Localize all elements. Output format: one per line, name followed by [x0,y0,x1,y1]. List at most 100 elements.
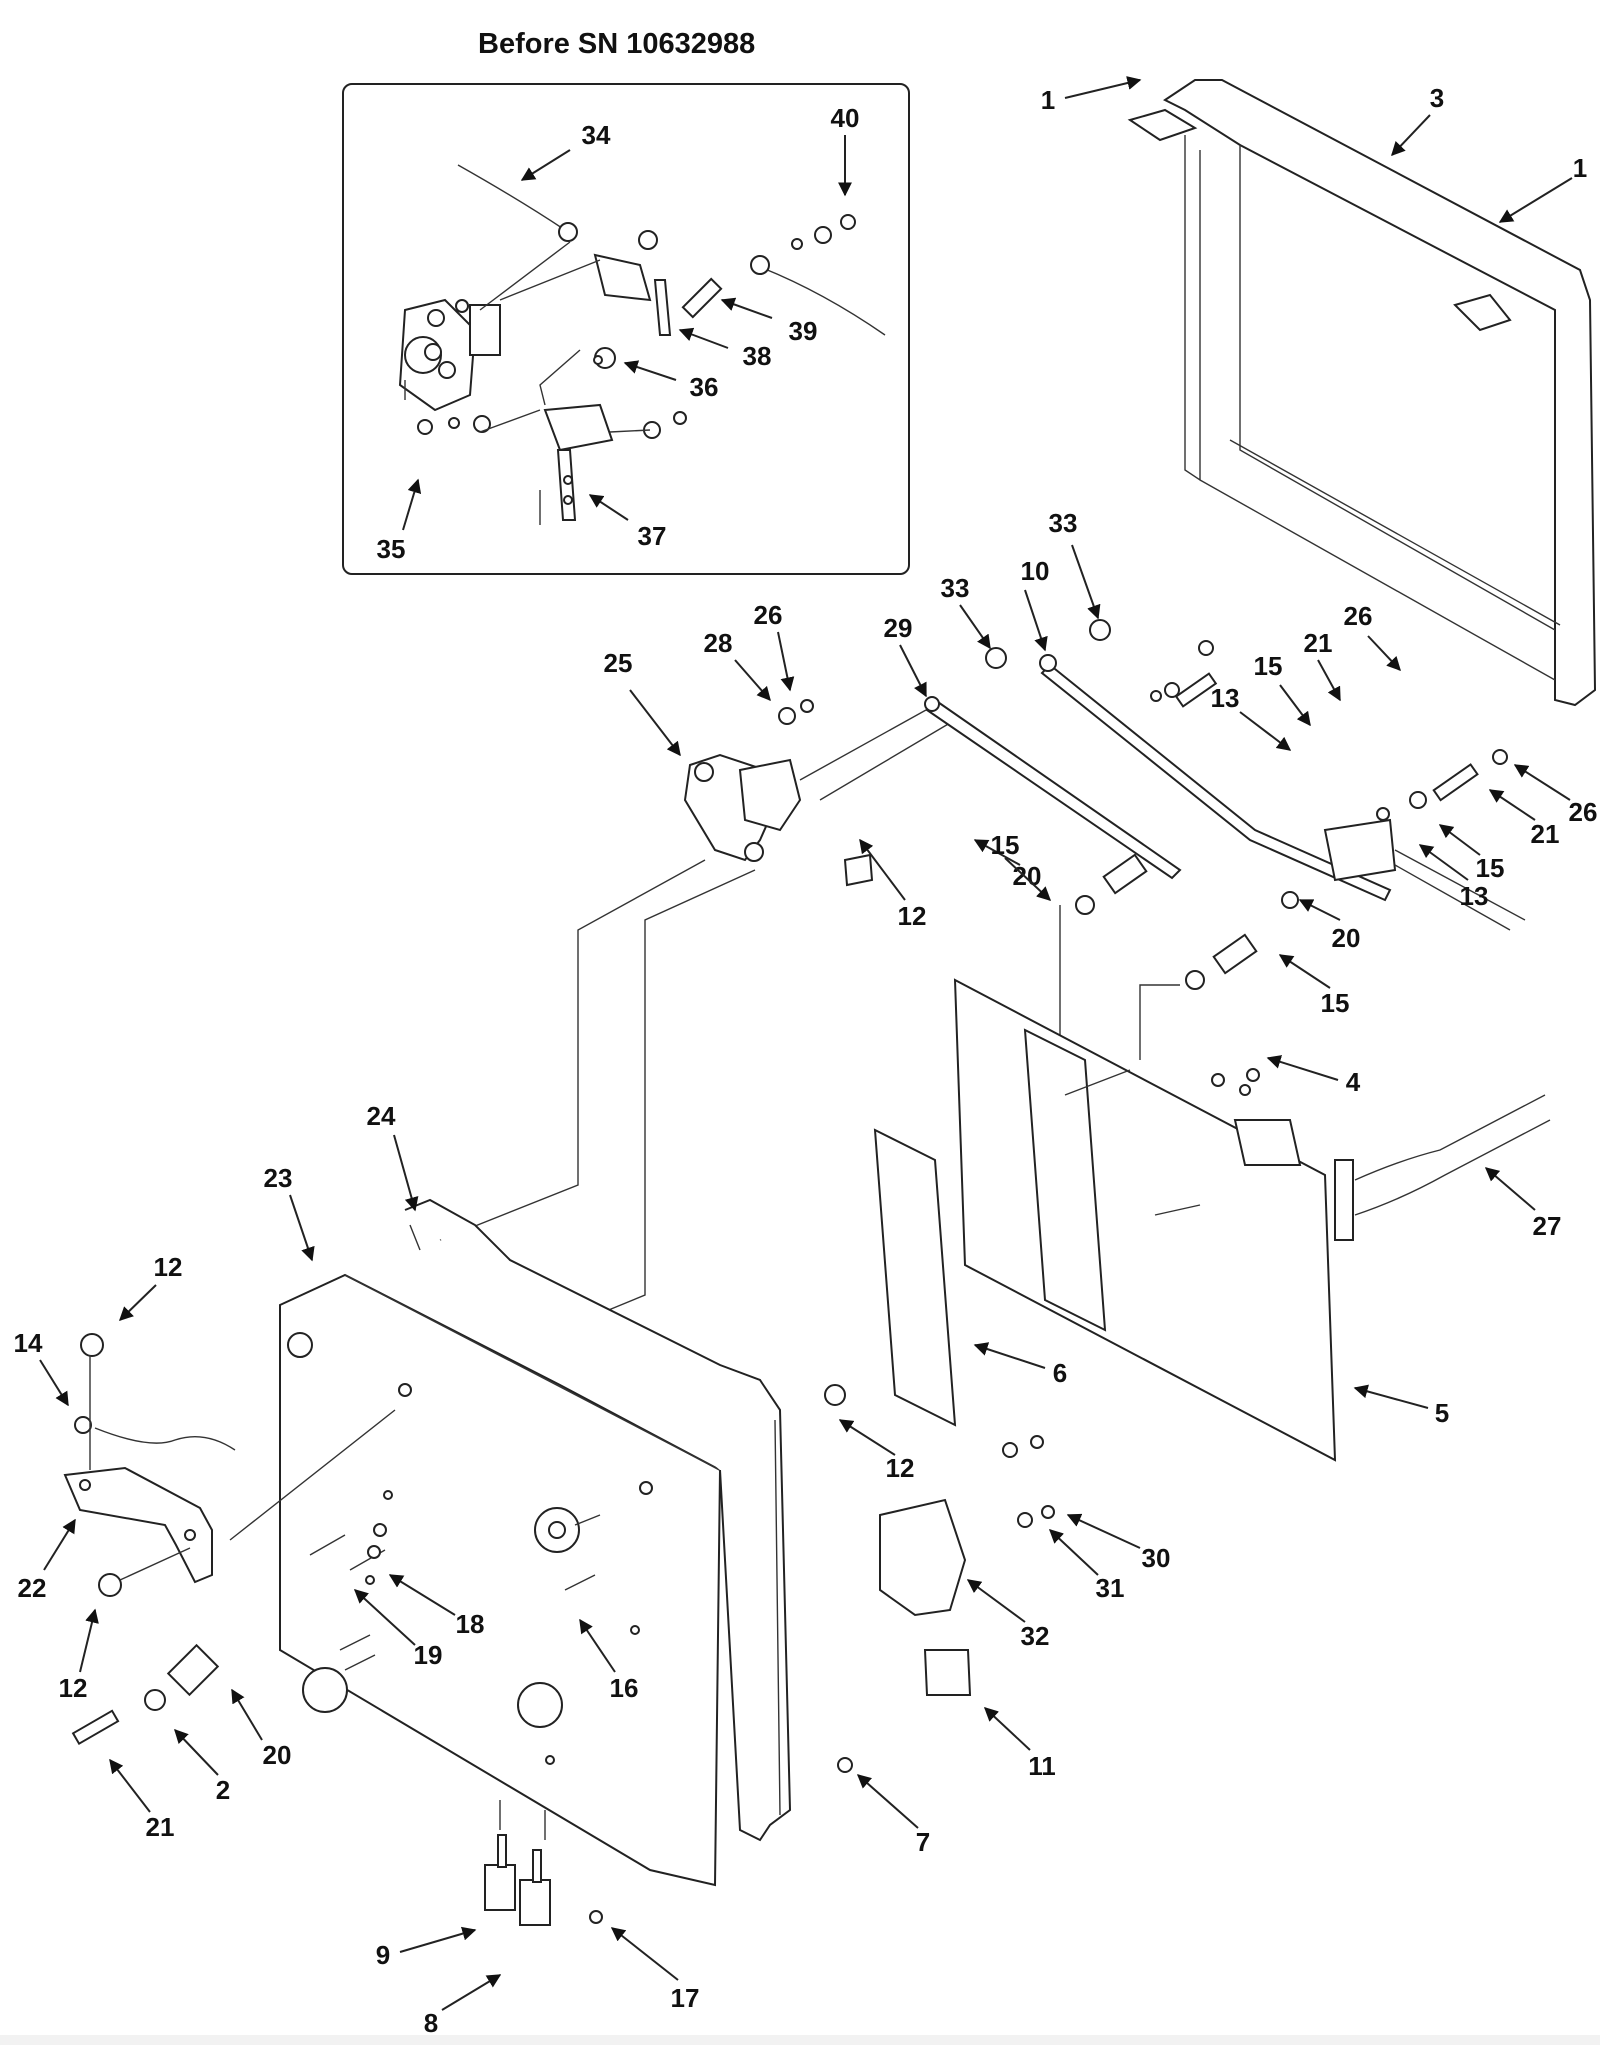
callout-label: 14 [14,1328,43,1358]
callout-30: 30 [1066,1513,1171,1573]
callout-arrow [579,1618,616,1673]
callout-label: 20 [1332,923,1361,953]
callout-label: 7 [916,1827,930,1857]
callout-15: 15 [991,830,1052,901]
callout-arrow [959,604,991,650]
callout-label: 26 [754,600,783,630]
callout-12: 12 [838,1419,914,1483]
callout-21: 21 [1304,628,1341,702]
callout-40: 40 [831,103,859,197]
inset-title: Before SN 10632988 [478,28,756,60]
callout-20: 20 [231,1688,292,1770]
callout-label: 21 [146,1812,175,1842]
callout-15: 15 [1438,824,1505,883]
callout-label: 33 [941,573,970,603]
callout-arrow [1064,76,1142,99]
callout-arrow [1488,789,1536,821]
callout-29: 29 [884,613,927,698]
callout-38: 38 [678,327,771,371]
lower-components [484,1384,1055,1926]
callout-arrow [1071,544,1101,620]
main-assembly [439,619,1526,1331]
callout-arrow [388,1574,456,1616]
callout-arrow [1024,589,1048,652]
callout-label: 1 [1041,85,1055,115]
callout-arrow [520,149,571,181]
callout-16: 16 [579,1618,639,1703]
callout-35: 35 [377,478,422,564]
callout-arrow [393,1134,419,1212]
callout-label: 30 [1142,1543,1171,1573]
callout-label: 31 [1096,1573,1125,1603]
callout-2: 2 [174,1728,230,1805]
callout-4: 4 [1266,1055,1361,1097]
callout-arrow [1066,1513,1141,1549]
callout-label: 4 [1346,1067,1361,1097]
callout-21: 21 [109,1758,175,1842]
callout-label: 36 [690,372,719,402]
callout-arrow [838,1419,896,1456]
callout-14: 14 [14,1328,69,1407]
callout-12: 12 [118,1252,182,1321]
callout-label: 12 [59,1673,88,1703]
callout-label: 2 [216,1775,230,1805]
bottom-bar [0,2035,1600,2045]
callout-39: 39 [720,297,817,346]
callout-28: 28 [704,628,771,702]
callout-label: 9 [376,1940,390,1970]
callout-21: 21 [1488,789,1559,849]
callout-31: 31 [1048,1529,1125,1603]
callout-arrow [353,1589,416,1646]
callout-arrow [174,1728,219,1776]
callout-33: 33 [941,573,991,650]
callout-arrow [1367,635,1401,672]
callout-7: 7 [856,1774,930,1857]
callout-8: 8 [424,1974,502,2038]
callout-label: 3 [1430,83,1444,113]
callout-18: 18 [388,1574,484,1639]
callout-9: 9 [376,1926,477,1970]
callout-1: 1 [1498,153,1587,223]
callout-12: 12 [859,838,926,931]
callout-label: 21 [1304,628,1333,658]
callout-arrow [629,689,681,757]
callout-arrow [973,839,1021,866]
callout-arrow [402,478,422,531]
callout-label: 16 [610,1673,639,1703]
callout-label: 15 [1254,651,1283,681]
callout-arrow [966,1579,1026,1623]
callout-label: 20 [263,1740,292,1770]
callout-arrow [1513,764,1571,801]
front-panel [279,1198,792,1887]
callout-arrow [734,659,771,702]
circuit-boards [873,978,1551,1462]
callout-13: 13 [1211,683,1292,751]
callout-arrow [623,360,677,381]
callout-label: 6 [1053,1358,1067,1388]
callout-label: 13 [1211,683,1240,713]
callout-arrow [1278,954,1331,989]
callout-label: 1 [1573,153,1587,183]
callout-6: 6 [973,1342,1067,1388]
callout-label: 29 [884,613,913,643]
callout-26: 26 [1344,601,1401,672]
callout-label: 23 [264,1163,293,1193]
callout-label: 33 [1049,508,1078,538]
callout-23: 23 [264,1163,315,1262]
callout-arrow [109,1758,151,1813]
callout-arrow [1239,711,1292,751]
callout-11: 11 [983,1707,1056,1781]
callout-arrow [1438,824,1481,856]
callout-label: 28 [704,628,733,658]
callout-arrow [1048,1529,1099,1576]
callout-label: 26 [1344,601,1373,631]
callout-label: 15 [1476,853,1505,883]
callout-label: 11 [1028,1751,1056,1781]
callout-arrow [1279,684,1311,727]
callout-arrow [39,1359,69,1407]
callout-19: 19 [353,1589,442,1670]
callout-label: 22 [18,1573,47,1603]
inset-frame [342,83,910,575]
